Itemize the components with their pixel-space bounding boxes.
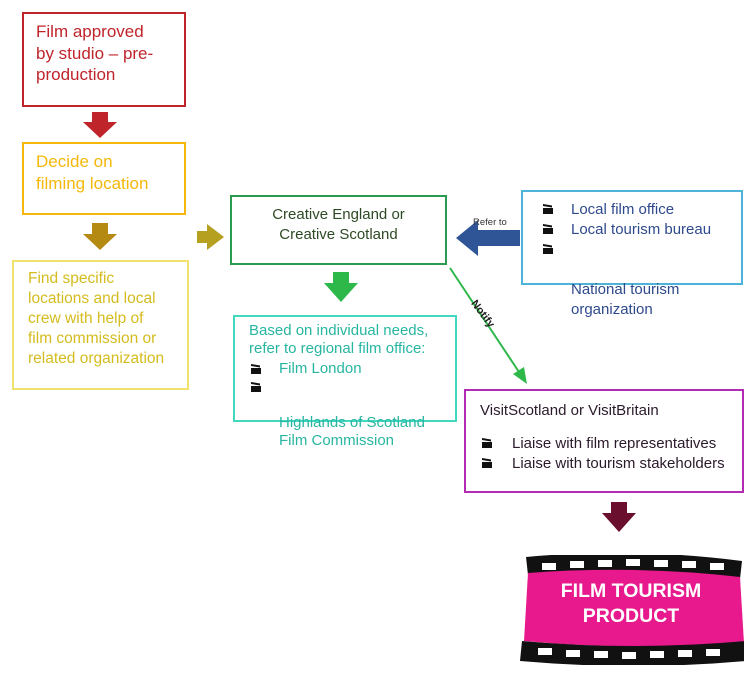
list-item: National tourism organization [541,240,711,320]
refer-to-label: Refer to [473,217,507,228]
arrow-find-to-creative [197,224,224,250]
arrow-notify-line [449,267,522,376]
clapperboard-icon [543,224,553,234]
list-item-label: Film London [279,360,362,377]
list-item: Liaise with film representatives [480,434,725,454]
arrow-approved-to-decide [83,112,117,138]
list-item-label: Local film office [571,201,675,218]
visit-title: VisitScotland or VisitBritain [480,402,659,419]
arrow-local-to-creative [456,220,520,256]
local-offices-box: Local film office Local tourism bureau N… [521,190,743,318]
decide-location-box: Decide on filming location [22,142,186,215]
list-item-label: Highlands of Scotland Film Commission [279,414,425,449]
clapperboard-icon [482,458,492,468]
list-item-label: Liaise with film representatives [512,435,717,452]
film-tourism-product-title: FILM TOURISM PRODUCT [560,580,702,627]
list-item: Film London [249,360,425,378]
regional-office-intro: Based on individual needs, refer to regi… [249,322,429,357]
list-item: Local film office [541,200,711,220]
arrow-visit-to-product [602,502,636,532]
find-locations-text: Find specific locations and local crew w… [28,270,165,367]
clapperboard-icon [251,364,261,374]
clapperboard-icon [251,382,261,392]
arrow-creative-to-based [324,272,358,302]
visit-box: VisitScotland or VisitBritain Liaise wit… [464,389,744,493]
decide-location-text: Decide on filming location [36,152,149,193]
creative-text: Creative England or Creative Scotland [272,206,405,243]
list-item-label: Liaise with tourism stakeholders [512,455,725,472]
regional-office-list: Film London Highlands of Scotland Film C… [249,360,425,450]
film-strip-icon [520,555,744,665]
regional-office-box: Based on individual needs, refer to regi… [233,315,457,449]
film-approved-text: Film approved by studio – pre- productio… [36,22,154,84]
visit-list: Liaise with film representatives Liaise … [480,434,725,474]
film-approved-box: Film approved by studio – pre- productio… [22,12,186,107]
list-item-label: National tourism organization [571,281,680,318]
list-item: Local tourism bureau [541,220,711,240]
clapperboard-icon [482,438,492,448]
list-item: Liaise with tourism stakeholders [480,454,725,474]
list-item-label: Local tourism bureau [571,221,712,238]
clapperboard-icon [543,204,553,214]
arrow-decide-to-find [83,223,117,250]
find-locations-box: Find specific locations and local crew w… [12,260,189,390]
arrow-notify-head [513,367,527,384]
creative-box: Creative England or Creative Scotland [230,195,447,265]
list-item: Highlands of Scotland Film Commission [249,378,425,450]
local-offices-list: Local film office Local tourism bureau N… [541,200,711,320]
clapperboard-icon [543,244,553,254]
